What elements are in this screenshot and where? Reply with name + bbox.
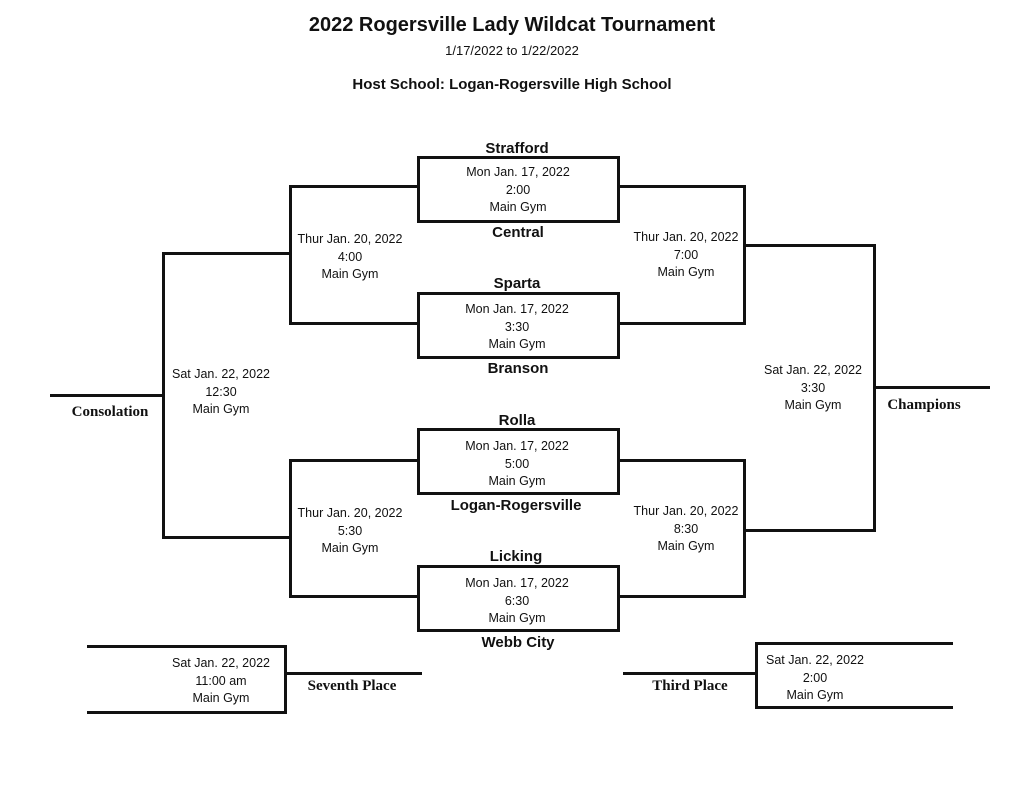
championship-date: Sat Jan. 22, 2022: [764, 363, 862, 377]
consolation-semi-1-venue: Main Gym: [321, 267, 379, 281]
team-rolla: Rolla: [498, 412, 536, 429]
game-2-info: Mon Jan. 17, 2022 3:30 Main Gym: [465, 301, 569, 354]
team-sparta: Sparta: [493, 275, 541, 292]
bracket-line: [743, 244, 876, 247]
game-3-info: Mon Jan. 17, 2022 5:00 Main Gym: [465, 438, 569, 491]
page-title: 2022 Rogersville Lady Wildcat Tournament: [308, 14, 716, 36]
consolation-semi-2-date: Thur Jan. 20, 2022: [297, 506, 403, 520]
game-box-1: [417, 156, 620, 223]
championship-info: Sat Jan. 22, 2022 3:30 Main Gym: [764, 362, 862, 415]
championship-time: 3:30: [800, 380, 826, 395]
consolation-final-venue: Main Gym: [192, 402, 250, 416]
bracket-line: [623, 672, 755, 675]
game-2-venue: Main Gym: [488, 337, 546, 351]
bracket-line: [873, 386, 990, 389]
winners-semi-1-venue: Main Gym: [657, 265, 715, 279]
game-3-date: Mon Jan. 17, 2022: [465, 439, 569, 453]
game-box-2: [417, 292, 620, 359]
game-2-time: 3:30: [504, 319, 530, 334]
third-place-date: Sat Jan. 22, 2022: [766, 653, 864, 667]
championship-venue: Main Gym: [784, 398, 842, 412]
bracket-line: [755, 642, 953, 645]
winners-semi-2-time: 8:30: [673, 521, 699, 536]
game-4-date: Mon Jan. 17, 2022: [465, 576, 569, 590]
game-1-info: Mon Jan. 17, 2022 2:00 Main Gym: [466, 164, 570, 217]
bracket-line: [620, 185, 746, 188]
game-box-3: [417, 428, 620, 495]
third-place-info: Sat Jan. 22, 2022 2:00 Main Gym: [766, 652, 864, 705]
bracket-line: [289, 595, 417, 598]
winners-semi-1-info: Thur Jan. 20, 2022 7:00 Main Gym: [634, 229, 739, 282]
game-4-time: 6:30: [504, 593, 530, 608]
game-2-date: Mon Jan. 17, 2022: [465, 302, 569, 316]
team-webb-city: Webb City: [481, 634, 555, 651]
consolation-semi-2-venue: Main Gym: [321, 541, 379, 555]
consolation-final-info: Sat Jan. 22, 2022 12:30 Main Gym: [172, 366, 270, 419]
host-school: Host School: Logan-Rogersville High Scho…: [352, 76, 672, 93]
seventh-place-date: Sat Jan. 22, 2022: [172, 656, 270, 670]
bracket-line: [289, 459, 292, 598]
game-1-time: 2:00: [505, 182, 531, 197]
bracket-line: [755, 642, 758, 709]
bracket-line: [50, 394, 162, 397]
team-central: Central: [492, 224, 544, 241]
winners-semi-2-date: Thur Jan. 20, 2022: [633, 504, 739, 518]
bracket-line: [162, 252, 289, 255]
bracket-line: [87, 645, 287, 648]
winners-semi-2-info: Thur Jan. 20, 2022 8:30 Main Gym: [634, 503, 739, 556]
team-licking: Licking: [489, 548, 543, 565]
game-3-venue: Main Gym: [488, 474, 546, 488]
bracket-line: [755, 706, 953, 709]
bracket-line: [743, 529, 876, 532]
team-branson: Branson: [487, 360, 549, 377]
game-3-time: 5:00: [504, 456, 530, 471]
team-strafford: Strafford: [485, 140, 549, 157]
bracket-line: [620, 322, 746, 325]
winners-semi-2-venue: Main Gym: [657, 539, 715, 553]
consolation-final-time: 12:30: [205, 384, 237, 399]
consolation-final-date: Sat Jan. 22, 2022: [172, 367, 270, 381]
consolation-label: Consolation: [71, 404, 149, 420]
tournament-dates: 1/17/2022 to 1/22/2022: [445, 43, 579, 58]
bracket-line: [87, 711, 287, 714]
champions-label: Champions: [887, 397, 961, 413]
bracket-line: [743, 185, 746, 325]
bracket-line: [289, 185, 417, 188]
game-1-date: Mon Jan. 17, 2022: [466, 165, 570, 179]
bracket-line: [162, 252, 165, 539]
bracket-line: [620, 595, 746, 598]
game-4-info: Mon Jan. 17, 2022 6:30 Main Gym: [465, 575, 569, 628]
bracket-line: [284, 645, 287, 714]
bracket-line: [284, 672, 422, 675]
bracket-line: [289, 322, 417, 325]
team-logan-rogersville: Logan-Rogersville: [450, 497, 582, 514]
game-box-4: [417, 565, 620, 632]
game-1-venue: Main Gym: [489, 200, 547, 214]
winners-semi-1-time: 7:00: [673, 247, 699, 262]
game-4-venue: Main Gym: [488, 611, 546, 625]
bracket-line: [162, 536, 289, 539]
third-place-venue: Main Gym: [786, 688, 844, 702]
consolation-semi-2-time: 5:30: [337, 523, 363, 538]
bracket-line: [289, 459, 417, 462]
seventh-place-label: Seventh Place: [307, 678, 397, 694]
consolation-semi-2-info: Thur Jan. 20, 2022 5:30 Main Gym: [298, 505, 403, 558]
seventh-place-time: 11:00 am: [195, 673, 247, 688]
consolation-semi-1-time: 4:00: [337, 249, 363, 264]
bracket-line: [620, 459, 746, 462]
winners-semi-1-date: Thur Jan. 20, 2022: [633, 230, 739, 244]
seventh-place-info: Sat Jan. 22, 2022 11:00 am Main Gym: [172, 655, 270, 708]
third-place-label: Third Place: [652, 678, 728, 694]
consolation-semi-1-info: Thur Jan. 20, 2022 4:00 Main Gym: [298, 231, 403, 284]
seventh-place-venue: Main Gym: [192, 691, 250, 705]
bracket-line: [743, 459, 746, 598]
bracket-line: [289, 185, 292, 325]
third-place-time: 2:00: [802, 670, 828, 685]
consolation-semi-1-date: Thur Jan. 20, 2022: [297, 232, 403, 246]
